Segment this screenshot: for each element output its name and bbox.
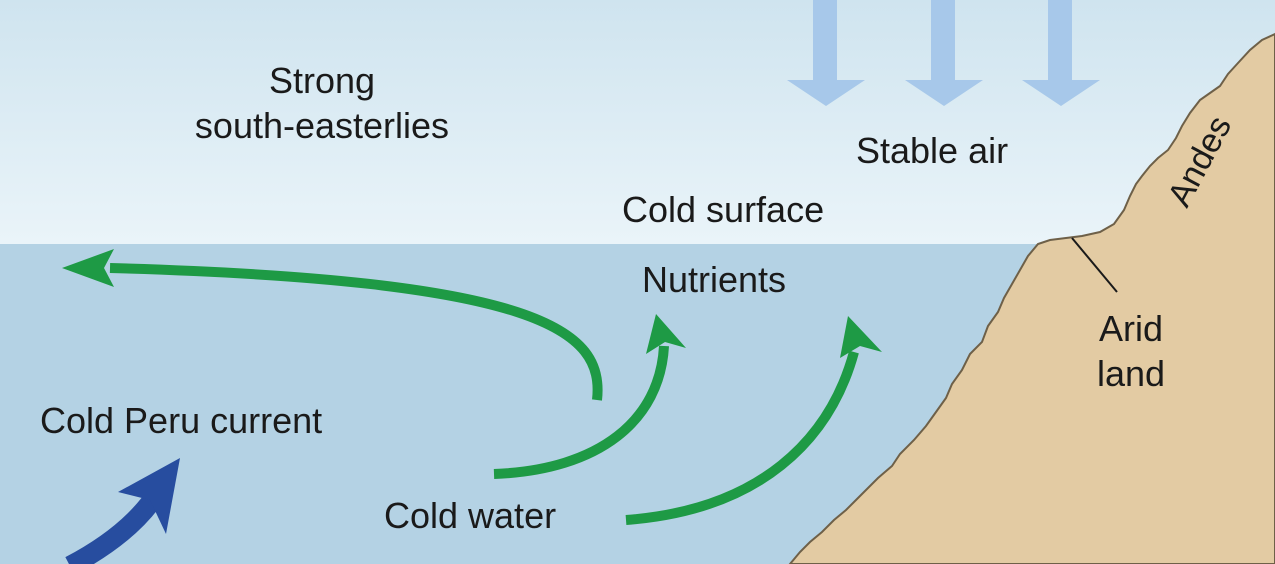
stable-air-label: Stable air	[856, 130, 1009, 171]
winds-label-line2: south-easterlies	[194, 105, 450, 146]
cold-water-label: Cold water	[384, 495, 557, 536]
sinking-air-arrows	[787, 0, 1100, 106]
winds-label-line1: Strong	[268, 60, 376, 101]
sinking-air-arrow	[787, 0, 865, 106]
upwelling-arrow-nutrients	[493, 314, 686, 479]
arid-land-line2: land	[1096, 353, 1166, 394]
upwelling-arrow-coast	[625, 316, 882, 525]
peru-current-arrow	[65, 458, 180, 564]
offshore-flow-arrow	[62, 249, 603, 401]
arid-land-line1: Arid	[1098, 308, 1164, 349]
sinking-air-arrow	[905, 0, 983, 106]
winds-label: Strong south-easterlies	[172, 58, 472, 148]
coastal-land	[788, 32, 1275, 564]
arid-land-pointer	[1071, 237, 1118, 293]
nutrients-label: Nutrients	[642, 259, 787, 300]
cold-peru-current-label: Cold Peru current	[40, 400, 323, 441]
sinking-air-arrow	[1022, 0, 1100, 106]
cold-surface-label: Cold surface	[622, 189, 825, 230]
arid-land-label: Arid land	[1076, 306, 1186, 396]
